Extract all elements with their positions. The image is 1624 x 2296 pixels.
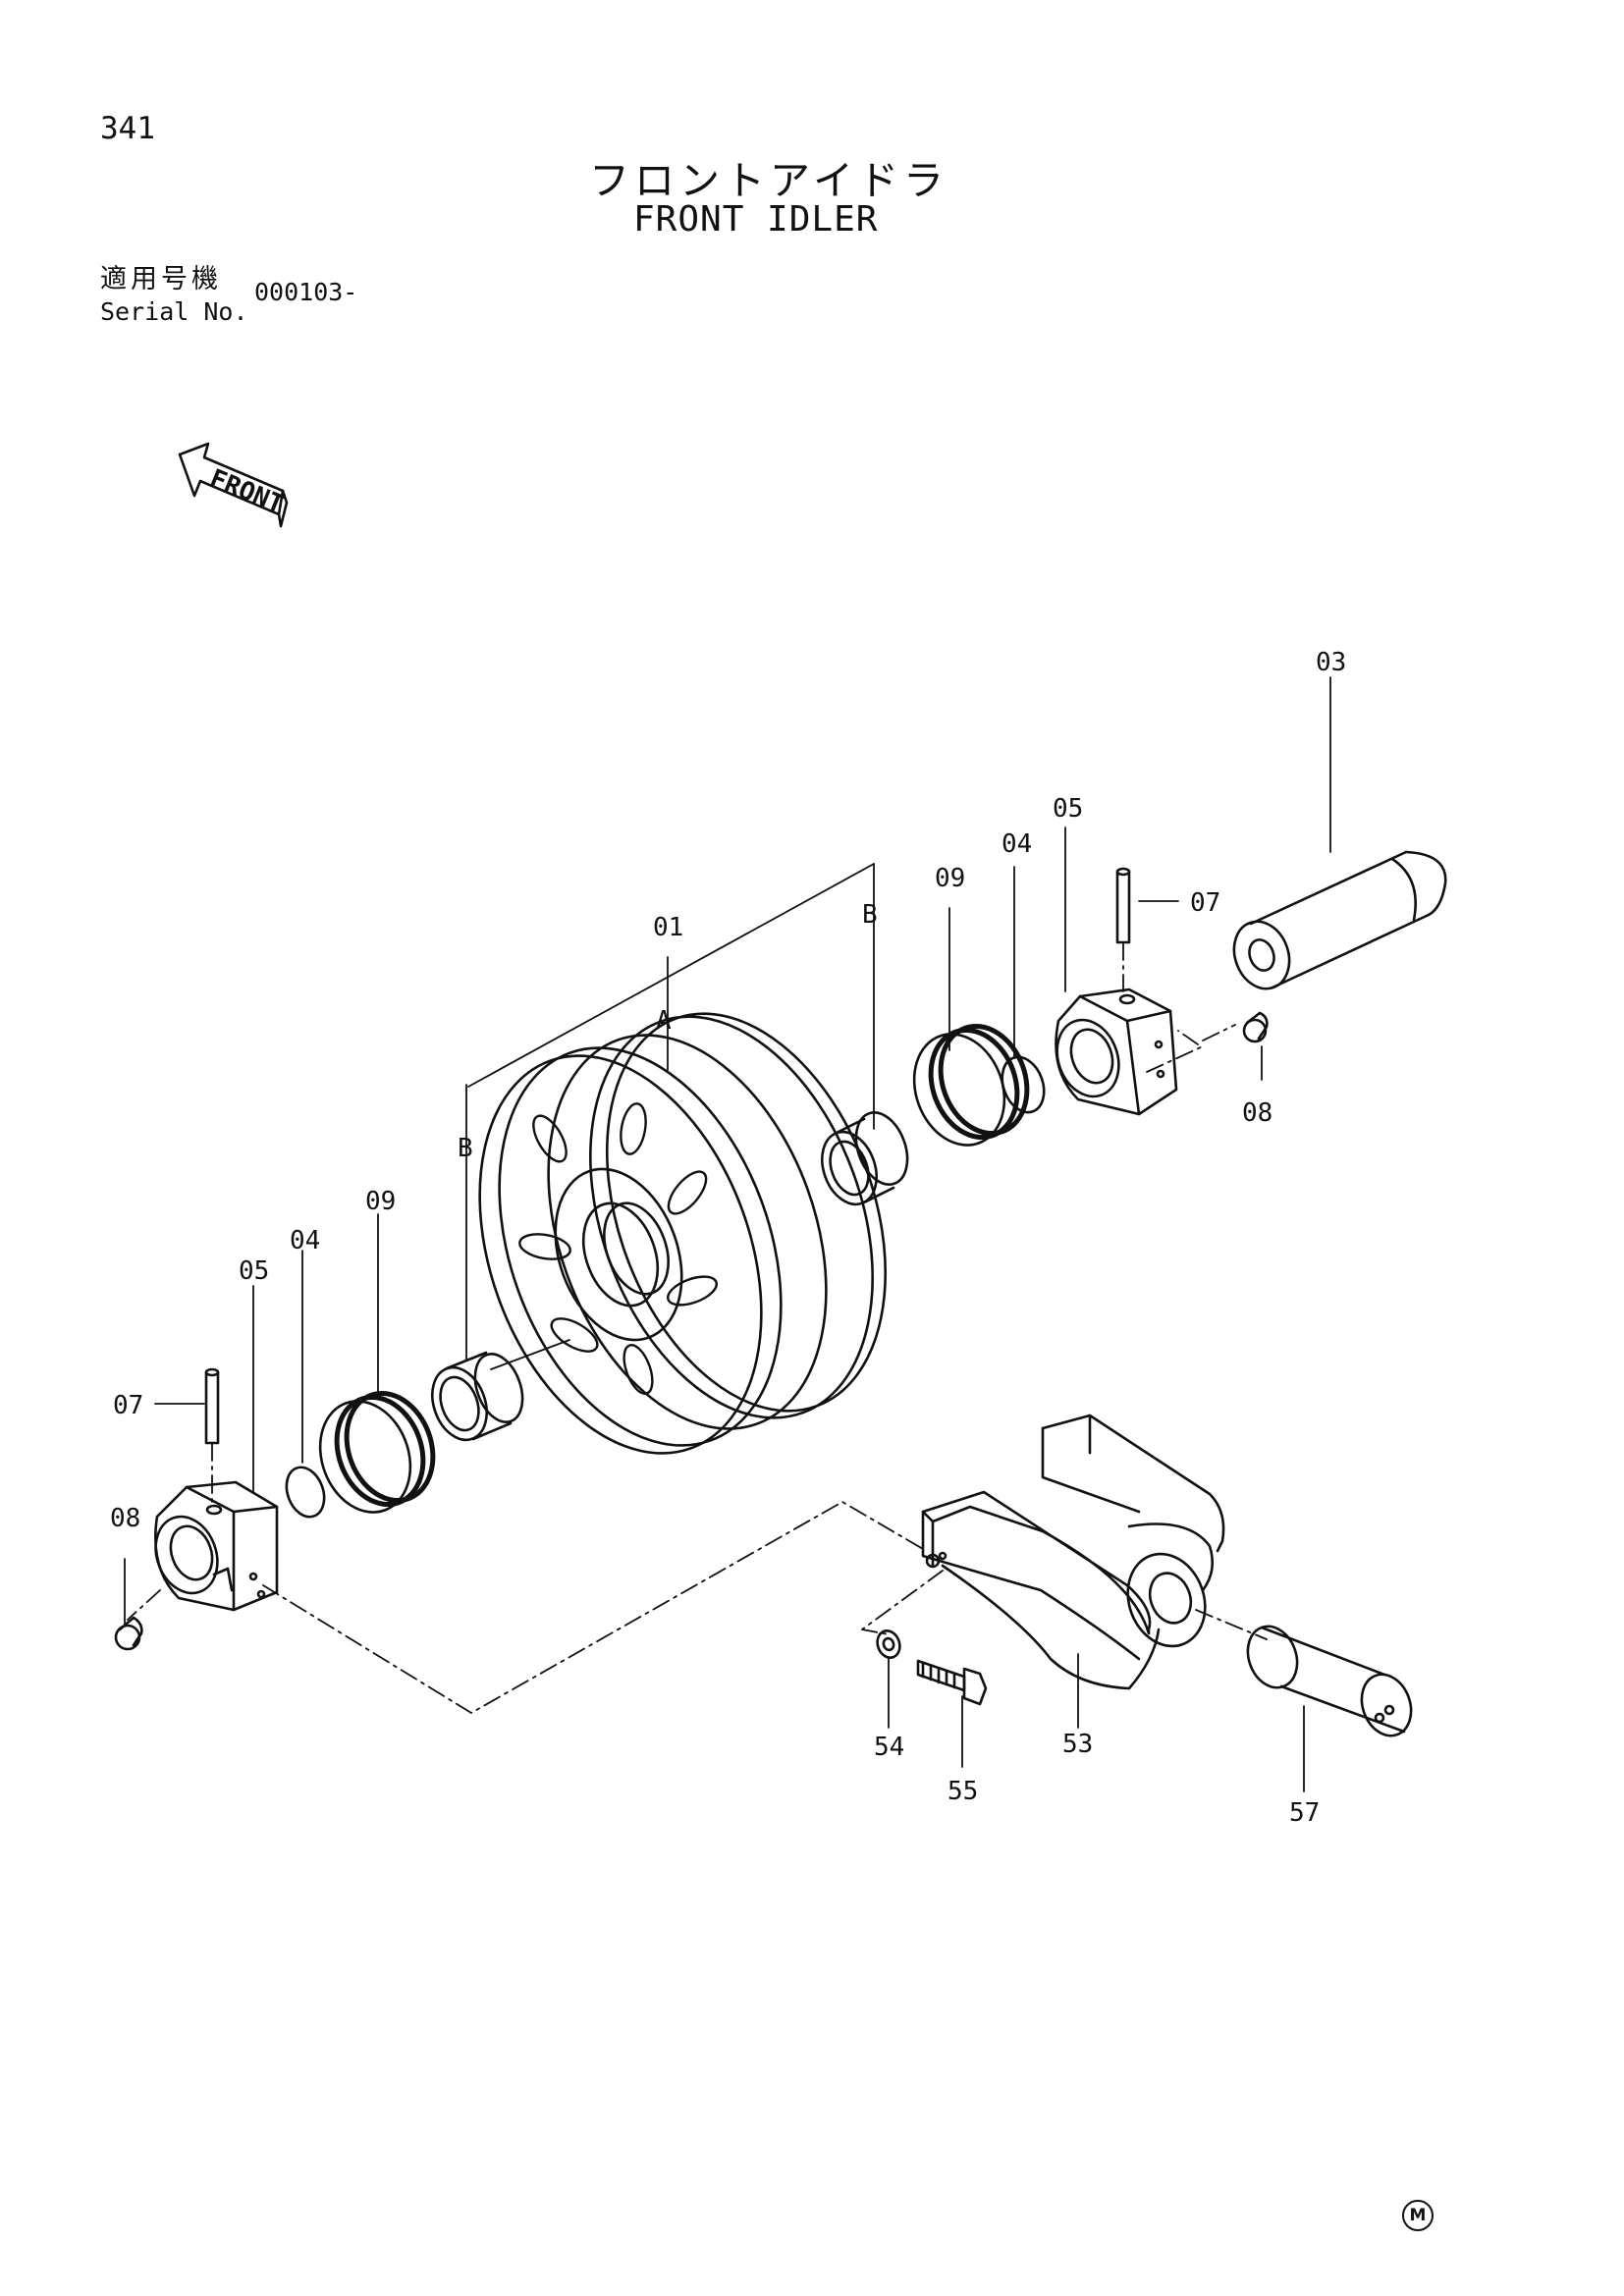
callout-08-left: 08 xyxy=(110,1504,140,1533)
bearing-housing-part-05-right xyxy=(1055,988,1178,1116)
callout-05-left: 05 xyxy=(239,1256,269,1286)
plug-part-08-right xyxy=(1242,1011,1269,1043)
front-direction-arrow-icon: FRONT xyxy=(178,442,289,528)
callout-07-left: 07 xyxy=(113,1391,143,1420)
footer-mark: M xyxy=(1402,2200,1434,2231)
callout-09-right: 09 xyxy=(935,864,965,893)
serial-label: Serial No. xyxy=(100,297,248,326)
plug-part-08-left xyxy=(114,1616,143,1651)
callout-03: 03 xyxy=(1316,648,1346,677)
callout-54: 54 xyxy=(874,1733,904,1762)
page-title: FRONT IDLER xyxy=(633,199,879,240)
page-number: 341 xyxy=(100,111,155,146)
washer-part-54 xyxy=(876,1629,901,1659)
pin-shaft-part-57 xyxy=(1246,1625,1413,1737)
bushing-left xyxy=(431,1351,524,1442)
callout-leader-lines xyxy=(124,676,1331,1792)
callout-04-right: 04 xyxy=(1001,829,1032,859)
callout-55: 55 xyxy=(947,1777,978,1806)
callout-07-right: 07 xyxy=(1190,888,1220,918)
section-mark-b-right: B xyxy=(862,900,878,930)
idler-wheel-part-01 xyxy=(478,1012,888,1455)
shaft-part-03 xyxy=(1232,850,1447,990)
callout-04-left: 04 xyxy=(290,1226,320,1255)
callout-53: 53 xyxy=(1062,1730,1093,1759)
page-title-japanese: フロントアイドラ xyxy=(589,157,948,204)
bolt-part-55 xyxy=(916,1659,988,1706)
alignment-lines xyxy=(127,941,1268,1714)
floating-seal-part-09-right xyxy=(912,1023,1030,1147)
callout-05-right: 05 xyxy=(1053,794,1083,824)
o-ring-part-04-right xyxy=(1001,1055,1046,1114)
bearing-housing-part-05-left xyxy=(154,1480,279,1612)
pin-part-07-right xyxy=(1115,867,1131,944)
floating-seal-part-09-left xyxy=(318,1390,436,1514)
serial-number-value: 000103- xyxy=(254,278,358,306)
o-ring-part-04-left xyxy=(285,1466,326,1519)
callout-08-right: 08 xyxy=(1242,1098,1272,1128)
pin-part-07-left xyxy=(204,1367,220,1445)
bushing-right xyxy=(821,1111,909,1206)
front-arrow-label: FRONT xyxy=(205,464,288,520)
callout-09-left: 09 xyxy=(365,1187,396,1216)
callout-01: 01 xyxy=(653,913,683,942)
serial-label-japanese: 適用号機 xyxy=(100,264,222,294)
callout-57: 57 xyxy=(1289,1798,1320,1828)
section-mark-b-left: B xyxy=(458,1134,473,1163)
section-mark-a: A xyxy=(656,1006,672,1036)
yoke-part-53 xyxy=(921,1414,1225,1690)
